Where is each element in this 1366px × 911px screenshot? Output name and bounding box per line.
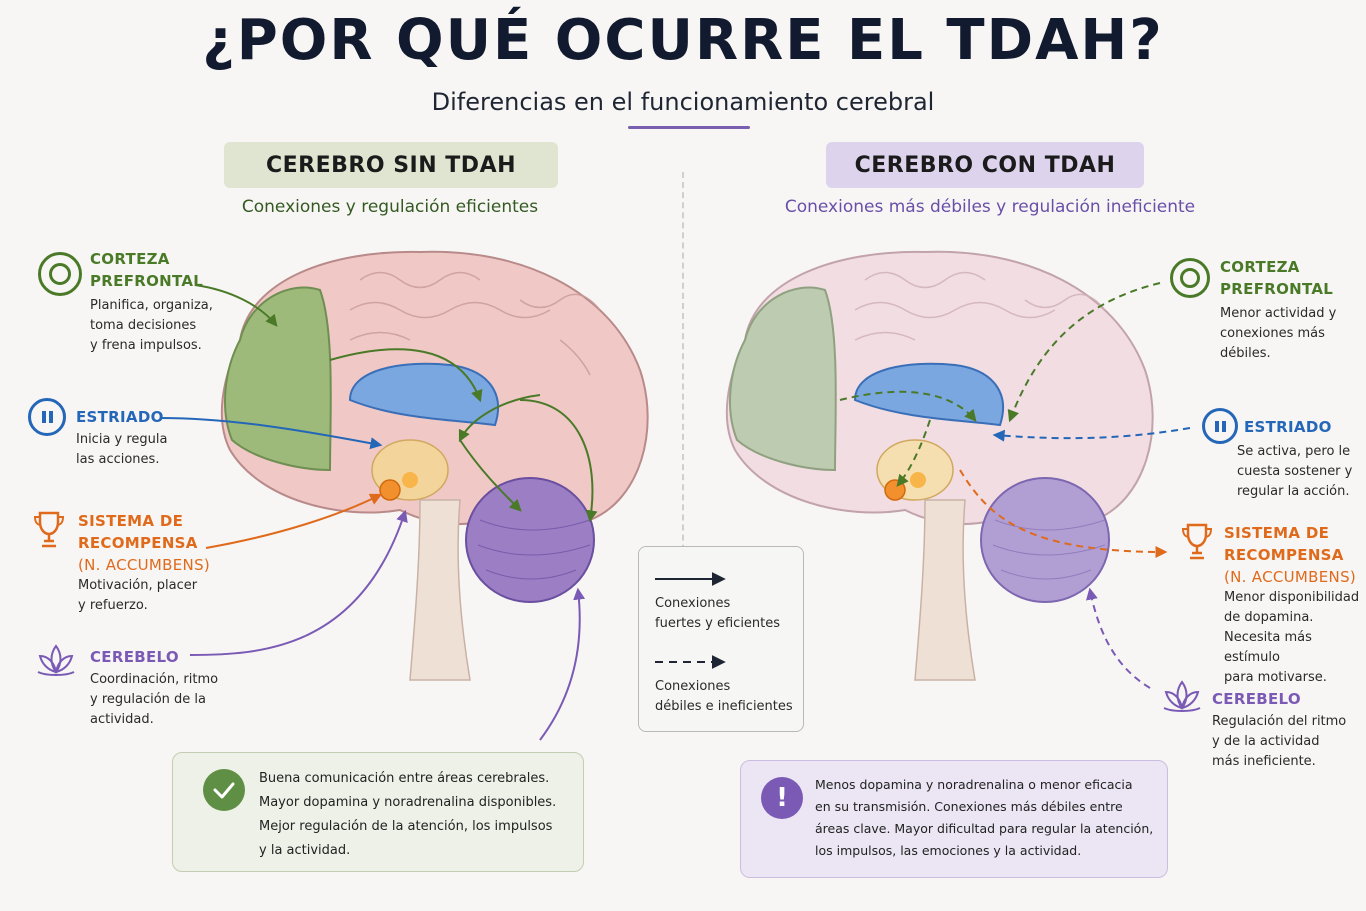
check-icon xyxy=(203,769,245,811)
right-striatum-desc-2: cuesta sostener y xyxy=(1237,464,1353,479)
legend-solid-line-2: fuertes y eficientes xyxy=(655,616,781,631)
right-reward-desc-2: de dopamina. xyxy=(1224,610,1314,625)
left-note-line-1: Buena comunicación entre áreas cerebrale… xyxy=(259,771,550,786)
brainstem xyxy=(914,499,976,681)
pause-icon xyxy=(1202,408,1238,444)
right-cerebellum-desc-1: Regulación del ritmo xyxy=(1212,714,1347,729)
left-cortex-desc-1: Planifica, organiza, xyxy=(90,298,213,313)
left-note-line-4: y la actividad. xyxy=(259,843,351,858)
right-note-line-2: en su transmisión. Conexiones más débile… xyxy=(815,799,1123,814)
left-brain xyxy=(220,250,649,681)
target-icon xyxy=(38,252,82,296)
lotus-icon xyxy=(1163,680,1201,712)
right-striatum-title: ESTRIADO xyxy=(1244,418,1332,436)
corpus-callosum xyxy=(348,362,499,427)
solid-arrow-icon xyxy=(655,572,726,586)
nucleus-accumbens xyxy=(379,479,401,501)
right-reward-title-2: RECOMPENSA xyxy=(1224,546,1344,564)
center-divider xyxy=(682,172,684,732)
left-reward-title-1: SISTEMA DE xyxy=(78,512,184,530)
exclamation-icon: ! xyxy=(761,777,803,819)
left-note-line-3: Mejor regulación de la atención, los imp… xyxy=(259,819,553,834)
right-reward-title-1: SISTEMA DE xyxy=(1224,524,1330,542)
left-striatum-desc-2: las acciones. xyxy=(76,452,160,467)
trophy-icon xyxy=(33,511,65,548)
left-connections xyxy=(159,284,598,741)
striatum-dot xyxy=(910,472,926,488)
cerebellum xyxy=(465,477,595,603)
left-panel-subtitle: Conexiones y regulación eficientes xyxy=(241,197,539,217)
left-reward-title-2: RECOMPENSA xyxy=(78,534,198,552)
brainstem xyxy=(409,499,471,681)
right-cortex-desc-3: débiles. xyxy=(1220,346,1271,361)
right-reward-desc-1: Menor disponibilidad xyxy=(1224,590,1360,605)
left-cerebellum-title: CEREBELO xyxy=(90,648,179,666)
cerebellum xyxy=(980,477,1110,603)
left-striatum-desc-1: Inicia y regula xyxy=(76,432,168,447)
left-cortex-title-1: CORTEZA xyxy=(90,250,170,268)
right-panel-title: CEREBRO CON TDAH xyxy=(826,142,1144,188)
right-reward-desc-3: Necesita más estímulo xyxy=(1224,630,1312,665)
right-cortex-desc-1: Menor actividad y xyxy=(1220,306,1337,321)
left-cortex-desc-2: toma decisiones xyxy=(90,318,197,333)
left-panel-title: CEREBRO SIN TDAH xyxy=(224,142,558,188)
page-subtitle: Diferencias en el funcionamiento cerebra… xyxy=(431,88,935,116)
right-note-line-1: Menos dopamina y noradrenalina o menor e… xyxy=(815,777,1133,792)
trophy-icon xyxy=(1181,523,1213,560)
right-cerebellum-title: CEREBELO xyxy=(1212,690,1301,708)
page-title: ¿POR QUÉ OCURRE EL TDAH? xyxy=(202,8,1164,73)
pause-icon xyxy=(28,398,66,436)
legend-solid-line-1: Conexiones xyxy=(655,596,731,611)
subtitle-underline xyxy=(628,126,750,129)
right-reward-title-3: (N. ACCUMBENS) xyxy=(1224,568,1357,586)
left-cerebellum-desc-3: actividad. xyxy=(90,712,154,727)
right-cerebellum-desc-2: y de la actividad xyxy=(1212,734,1320,749)
left-cerebellum-desc-2: y regulación de la xyxy=(90,692,206,707)
left-reward-desc-1: Motivación, placer xyxy=(78,578,198,593)
legend-dashed-line-2: débiles e ineficientes xyxy=(655,699,793,714)
left-striatum-title: ESTRIADO xyxy=(76,408,164,426)
right-connections xyxy=(839,282,1191,689)
right-striatum-desc-1: Se activa, pero le xyxy=(1237,444,1351,459)
right-cerebellum-desc-3: más ineficiente. xyxy=(1212,754,1316,769)
right-panel-subtitle: Conexiones más débiles y regulación inef… xyxy=(784,197,1196,217)
right-striatum-desc-3: regular la acción. xyxy=(1237,484,1350,499)
right-cortex-title-1: CORTEZA xyxy=(1220,258,1300,276)
prefrontal-cortex xyxy=(729,286,837,472)
left-cortex-title-2: PREFRONTAL xyxy=(90,272,204,290)
right-brain xyxy=(725,250,1154,681)
left-cortex-desc-3: y frena impulsos. xyxy=(90,338,202,353)
left-reward-desc-2: y refuerzo. xyxy=(78,598,148,613)
left-summary-box: Buena comunicación entre áreas cerebrale… xyxy=(172,752,584,872)
right-reward-desc-4: para motivarse. xyxy=(1224,670,1327,685)
right-summary-box: ! Menos dopamina y noradrenalina o menor… xyxy=(740,760,1168,878)
right-note-line-3: áreas clave. Mayor dificultad para regul… xyxy=(815,821,1154,836)
left-cerebellum-desc-1: Coordinación, ritmo xyxy=(90,672,219,687)
dashed-arrow-icon xyxy=(655,655,726,669)
legend: Conexiones fuertes y eficientes Conexion… xyxy=(638,546,804,732)
legend-dashed-line-1: Conexiones xyxy=(655,679,731,694)
target-icon xyxy=(1170,258,1210,298)
right-note-line-4: los impulsos, las emociones y la activid… xyxy=(815,843,1082,858)
left-reward-title-3: (N. ACCUMBENS) xyxy=(78,556,211,574)
lotus-icon xyxy=(37,644,75,676)
striatum-dot xyxy=(402,472,418,488)
left-note-line-2: Mayor dopamina y noradrenalina disponibl… xyxy=(259,795,557,810)
nucleus-accumbens xyxy=(884,479,906,501)
right-cortex-title-2: PREFRONTAL xyxy=(1220,280,1334,298)
right-cortex-desc-2: conexiones más xyxy=(1220,326,1325,341)
